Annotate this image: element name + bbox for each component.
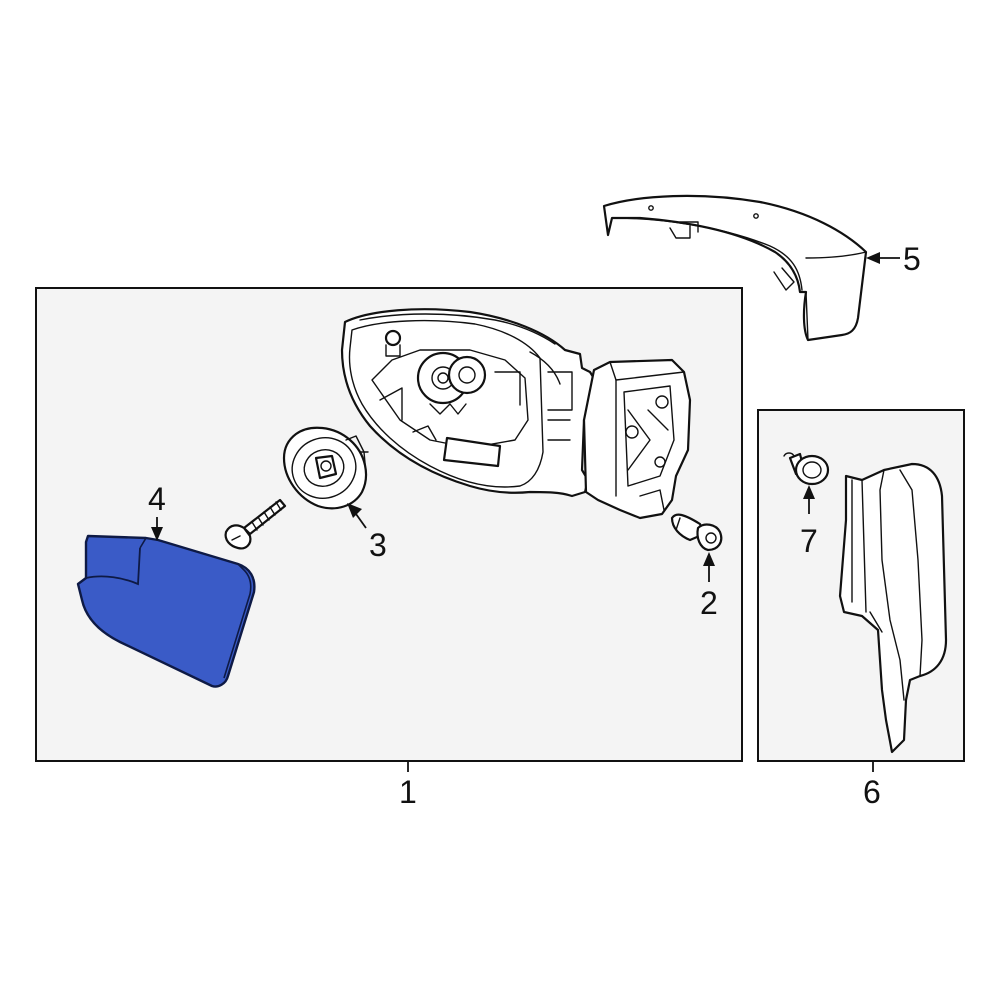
- part-7-push-pin[interactable]: [783, 452, 830, 486]
- leader-3: [355, 513, 367, 529]
- callout-2: 2: [700, 585, 718, 621]
- callout-5: 5: [903, 241, 921, 277]
- part-5-mirror-cover[interactable]: [602, 194, 868, 342]
- part-1-mirror-housing[interactable]: [340, 308, 692, 520]
- arrow-5: [866, 252, 880, 264]
- callout-6: 6: [863, 774, 881, 810]
- actuator-screw[interactable]: [224, 498, 287, 550]
- part-3-glass-actuator[interactable]: [282, 426, 369, 510]
- callout-1: 1: [399, 774, 417, 810]
- arrow-7: [803, 485, 815, 499]
- arrow-4: [151, 527, 163, 541]
- callout-3: 3: [369, 527, 387, 563]
- callout-4: 4: [148, 481, 166, 517]
- part-2-mounting-bolt[interactable]: [670, 513, 723, 552]
- part-6-trim-assembly[interactable]: [838, 462, 948, 754]
- arrow-2: [703, 552, 715, 566]
- callout-7: 7: [800, 523, 818, 559]
- arrow-3: [347, 503, 362, 518]
- part-4-mirror-glass[interactable]: [76, 534, 256, 688]
